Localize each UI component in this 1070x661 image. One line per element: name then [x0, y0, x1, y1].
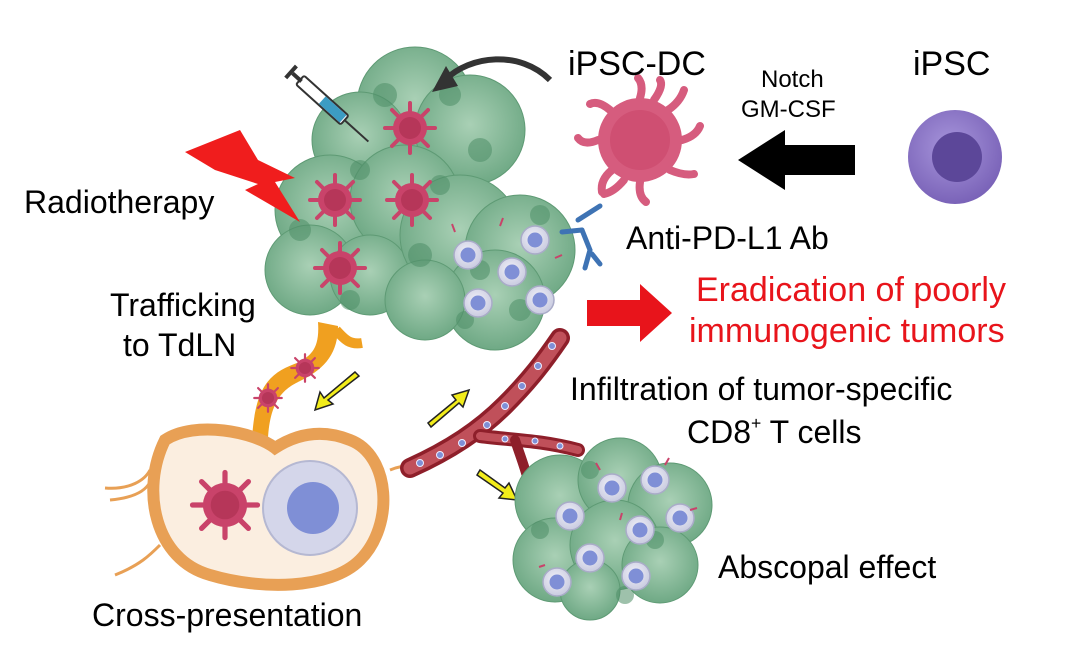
dendritic-cell-icon: [383, 101, 437, 155]
cd8-superscript: +: [751, 412, 762, 433]
infiltration-label-line1: Infiltration of tumor-specific: [570, 371, 953, 407]
antibody-icon: [559, 203, 603, 271]
anti-pdl1-label: Anti-PD-L1 Ab: [626, 220, 829, 256]
t-cell-icon: [597, 473, 627, 503]
infiltration-label-line2: CD8+ T cells: [687, 414, 861, 452]
eradication-label-line2: immunogenic tumors: [689, 312, 1005, 350]
abscopal-label: Abscopal effect: [718, 549, 937, 585]
main-tumor: [264, 46, 576, 351]
t-cell-icon: [497, 257, 527, 287]
trafficking-label-line1: Trafficking: [110, 287, 256, 323]
t-cell-icon: [575, 543, 605, 573]
t-cell-icon: [640, 465, 670, 495]
t-cell-icon: [453, 240, 483, 270]
ipsc-dc-label: iPSC-DC: [568, 45, 706, 83]
ipsc-dc-cell-icon: [574, 74, 704, 206]
dendritic-cell-icon: [193, 473, 258, 538]
blood-vessel-icon: [400, 328, 585, 485]
t-cell-icon: [525, 285, 555, 315]
t-cell-icon: [621, 561, 651, 591]
notch-label: Notch: [761, 66, 824, 93]
differentiation-arrow: [738, 130, 855, 190]
yellow-arrows: [313, 370, 519, 501]
ipsc-cell-icon: [908, 110, 1002, 204]
cd8-text: CD8: [687, 414, 752, 450]
t-cells-text: T cells: [761, 414, 862, 450]
t-cell-icon: [463, 288, 493, 318]
dendritic-cell-icon: [308, 173, 362, 227]
t-cell-icon: [520, 225, 550, 255]
lightning-icon: [185, 130, 300, 222]
radiotherapy-label: Radiotherapy: [24, 184, 215, 220]
ipsc-label: iPSC: [913, 45, 991, 83]
gmcsf-label: GM-CSF: [741, 96, 836, 123]
result-arrow: [587, 284, 672, 342]
dendritic-cell-icon: [290, 353, 320, 383]
dendritic-cell-icon: [385, 173, 439, 227]
cross-presentation-label: Cross-presentation: [92, 597, 363, 633]
dendritic-cell-icon: [253, 383, 283, 413]
delivery-arrow: [432, 56, 553, 92]
t-cell-icon: [665, 503, 695, 533]
lymph-node-icon: [104, 423, 416, 591]
trafficking-label-line2: to TdLN: [123, 327, 237, 363]
dendritic-cell-icon: [313, 241, 367, 295]
lymphatic-vessel: [252, 322, 363, 440]
syringe-icon: [284, 64, 370, 143]
t-cell-icon: [542, 567, 572, 597]
t-cell-icon: [555, 501, 585, 531]
t-cell-icon: [625, 515, 655, 545]
abscopal-tumor: [512, 437, 713, 621]
eradication-label-line1: Eradication of poorly: [696, 271, 1006, 309]
